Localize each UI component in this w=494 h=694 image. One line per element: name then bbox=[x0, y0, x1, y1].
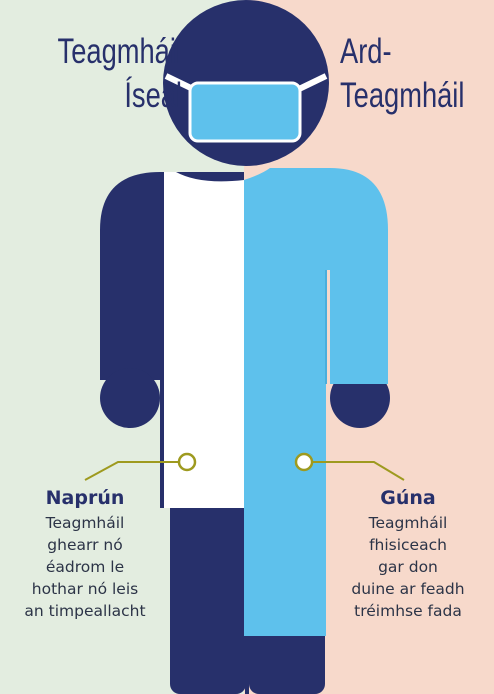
apron-label: Naprún Teagmháil ghearr nó éadrom le hot… bbox=[2, 484, 168, 622]
gown-heading: Gúna bbox=[322, 484, 494, 512]
mask-icon bbox=[190, 83, 300, 141]
high-contact-title-line-1: Ard- bbox=[340, 30, 488, 74]
gown-desc-2: fhisiceach bbox=[322, 534, 494, 556]
apron-shape bbox=[160, 172, 244, 508]
apron-desc-4: hothar nó leis bbox=[2, 578, 168, 600]
low-contact-title-line-1: Teagmháil bbox=[56, 30, 182, 74]
gown-label: Gúna Teagmháil fhisiceach gar don duine … bbox=[322, 484, 494, 622]
apron-callout-dot bbox=[179, 454, 195, 470]
left-leg bbox=[170, 480, 246, 694]
apron-desc-5: an timpeallacht bbox=[2, 600, 168, 622]
left-hand bbox=[100, 368, 160, 428]
high-contact-title-line-2: Teagmháil bbox=[340, 74, 488, 118]
low-contact-title: Teagmháil Íseal bbox=[56, 30, 182, 118]
left-arm bbox=[100, 172, 160, 380]
apron-desc-1: Teagmháil bbox=[2, 512, 168, 534]
gown-desc-3: gar don bbox=[322, 556, 494, 578]
apron-heading: Naprún bbox=[2, 484, 168, 512]
gown-desc-1: Teagmháil bbox=[322, 512, 494, 534]
high-contact-title: Ard- Teagmháil bbox=[340, 30, 488, 118]
gown-desc-4: duine ar feadh bbox=[322, 578, 494, 600]
apron-desc-2: ghearr nó bbox=[2, 534, 168, 556]
low-contact-title-line-2: Íseal bbox=[56, 74, 182, 118]
gown-desc-5: tréimhse fada bbox=[322, 600, 494, 622]
gown-callout-dot bbox=[296, 454, 312, 470]
apron-desc-3: éadrom le bbox=[2, 556, 168, 578]
